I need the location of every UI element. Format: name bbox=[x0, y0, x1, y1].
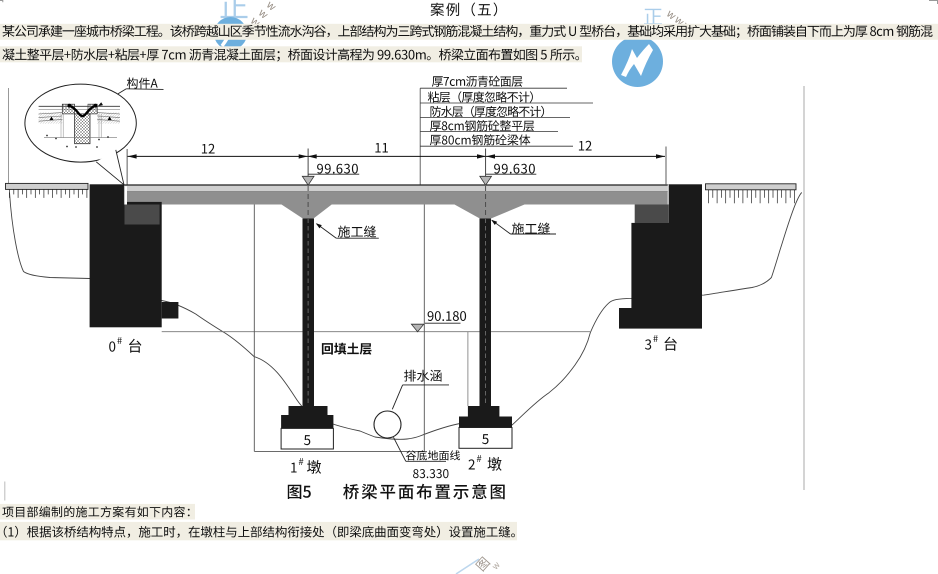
svg-text:w: w bbox=[489, 559, 502, 572]
